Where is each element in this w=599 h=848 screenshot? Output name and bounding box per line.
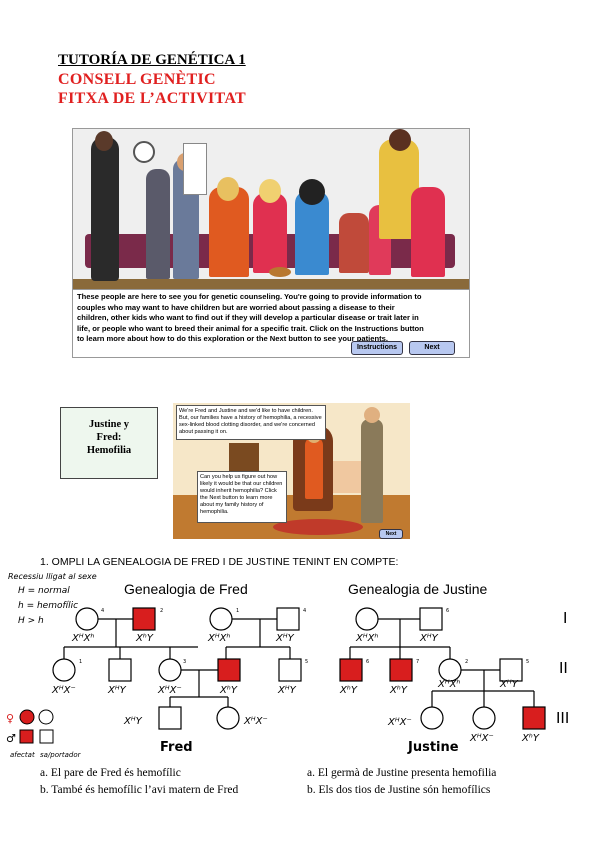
svg-text:2: 2 [465, 659, 468, 665]
genotype: XᴴX⁻ [157, 685, 182, 696]
legend-affected-label: afectat [10, 751, 35, 759]
rug [273, 519, 363, 535]
person-figure [91, 137, 119, 281]
svg-text:1: 1 [236, 608, 239, 614]
person-head [259, 179, 281, 203]
speech-bubble-intro: We're Fred and Justine and we'd like to … [176, 405, 326, 440]
healthy-male-icon [39, 729, 54, 744]
person-head [389, 129, 411, 151]
svg-text:2: 2 [160, 608, 163, 614]
svg-text:5: 5 [305, 659, 308, 665]
genotype: XᴴX⁻ [387, 717, 412, 728]
note-dominance: H > h [18, 616, 44, 626]
note-hemophilic: h = hemofílic [18, 601, 79, 611]
svg-text:4: 4 [303, 608, 306, 614]
fred-justine-illustration: We're Fred and Justine and we'd like to … [173, 403, 410, 539]
generation-I: I [563, 609, 567, 627]
person-head [299, 179, 325, 205]
genotype: XᴴY [123, 716, 143, 727]
justine-figure [305, 437, 323, 499]
svg-text:6: 6 [366, 659, 369, 665]
svg-text:1: 1 [79, 659, 82, 665]
legend-healthy-label: sa/portador [40, 751, 82, 759]
person-figure [411, 187, 445, 277]
svg-text:6: 6 [446, 608, 449, 614]
legend: ♀ ♂ afectat sa/portador [6, 709, 82, 759]
genotype: XᴴX⁻ [243, 716, 268, 727]
svg-text:5: 5 [526, 659, 529, 665]
justine-label: Justine [407, 740, 459, 755]
person-figure [253, 193, 287, 273]
svg-text:3: 3 [183, 659, 186, 665]
fred-figure [361, 419, 383, 523]
genotype: XᴴY [499, 679, 519, 690]
justine-statement-b: b. Els dos tios de Justine són hemofílic… [307, 784, 491, 796]
person-figure [295, 191, 329, 275]
genotype: XʰY [135, 633, 154, 644]
person-figure [146, 169, 170, 279]
next-button-small[interactable]: Next [379, 529, 403, 539]
female-symbol-icon: ♀ [6, 712, 14, 725]
fred-statement-b: b. També és hemofílic l’avi matern de Fr… [40, 784, 239, 796]
person-head [217, 177, 239, 201]
genotype: XᴴX⁻ [51, 685, 76, 696]
fred-pedigree-title: Genealogia de Fred [124, 581, 248, 597]
case-card: Justine y Fred: Hemofilia [60, 407, 158, 479]
genotype: XᴴY [275, 633, 295, 644]
person-head [95, 131, 113, 151]
person-figure [183, 143, 207, 195]
fred-statement-a: a. El pare de Fred és hemofílic [40, 767, 181, 779]
justine-statement-a: a. El germà de Justine presenta hemofili… [307, 767, 497, 779]
healthy-female-icon [38, 709, 54, 725]
genotype: XᴴXʰ [355, 633, 378, 644]
genotype: XᴴXʰ [71, 633, 94, 644]
note-normal: H = normal [18, 586, 70, 596]
person-figure [339, 213, 369, 273]
waiting-room-illustration: These people are here to see you for gen… [72, 128, 470, 358]
subtitle-fitxa: FITXA DE L’ACTIVITAT [58, 90, 246, 107]
svg-text:4: 4 [101, 608, 104, 614]
generation-III: III [556, 709, 569, 727]
instructions-button[interactable]: Instructions [351, 341, 403, 355]
genotype: XᴴX⁻ [469, 733, 494, 744]
generation-II: II [559, 659, 568, 677]
affected-female-icon [19, 709, 35, 725]
subtitle-consell: CONSELL GENÈTIC [58, 71, 216, 88]
note-recessive: Recessiu lligat al sexe [8, 572, 97, 581]
genotype: XʰY [219, 685, 238, 696]
genotype: XʰY [389, 685, 408, 696]
question-heading: 1. OMPLI LA GENEALOGIA DE FRED I DE JUST… [40, 556, 399, 568]
dog-figure [269, 267, 291, 277]
svg-text:7: 7 [416, 659, 419, 665]
male-symbol-icon: ♂ [6, 732, 16, 745]
person-figure [209, 187, 249, 277]
genotype: XʰY [521, 733, 540, 744]
fred-label: Fred [160, 740, 193, 755]
fred-head [364, 407, 380, 423]
justine-pedigree-title: Genealogia de Justine [348, 581, 488, 597]
genotype: XᴴXʰ [207, 633, 230, 644]
page-title: TUTORÍA DE GENÉTICA 1 [58, 52, 246, 68]
genotype: XᴴY [419, 633, 439, 644]
affected-male-icon [19, 729, 34, 744]
genotype: XᴴY [277, 685, 297, 696]
scene-caption: These people are here to see you for gen… [73, 289, 469, 357]
pedigree-diagrams: ♀ ♂ afectat sa/portador Genealogia de Fr… [6, 581, 569, 759]
next-button[interactable]: Next [409, 341, 455, 355]
genotype: XʰY [339, 685, 358, 696]
genotype: XᴴXʰ [437, 679, 460, 690]
speech-bubble-question: Can you help us figure out how likely it… [197, 471, 287, 523]
genotype: XᴴY [107, 685, 127, 696]
clock-icon [133, 141, 155, 163]
